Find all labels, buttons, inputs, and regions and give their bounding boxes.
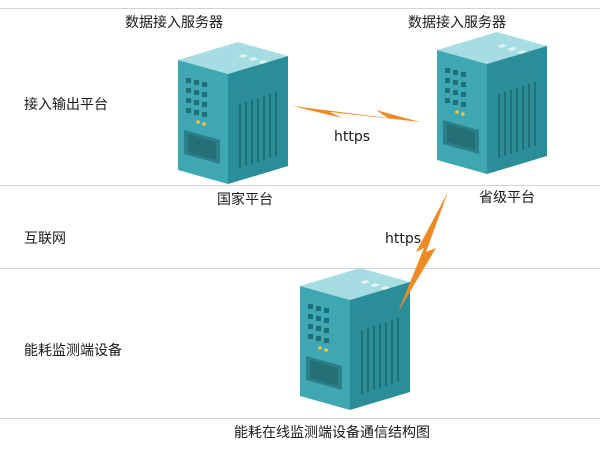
server-icon-device <box>299 267 411 411</box>
server-icon-national <box>177 41 289 185</box>
server-icon-provincial <box>436 31 548 175</box>
link-label-https: https <box>385 231 422 247</box>
server-label-provincial-bottom: 省级平台 <box>479 190 535 206</box>
layer-label-monitoring-device: 能耗监测端设备 <box>24 343 122 359</box>
server-label-provincial-top: 数据接入服务器 <box>408 15 506 31</box>
server-label-national-top: 数据接入服务器 <box>125 15 223 31</box>
diagram-caption: 能耗在线监测端设备通信结构图 <box>234 425 430 441</box>
link-label-https: https <box>334 129 371 145</box>
layer-divider <box>0 8 600 9</box>
layer-label-access-output-platform: 接入输出平台 <box>24 97 108 113</box>
layer-divider <box>0 185 600 186</box>
lightning-link-icon <box>292 106 420 122</box>
layer-divider <box>0 418 600 419</box>
layer-label-internet: 互联网 <box>24 231 66 247</box>
layer-divider <box>0 268 600 269</box>
lightning-link-icon <box>398 192 448 312</box>
server-label-national-bottom: 国家平台 <box>217 192 273 208</box>
